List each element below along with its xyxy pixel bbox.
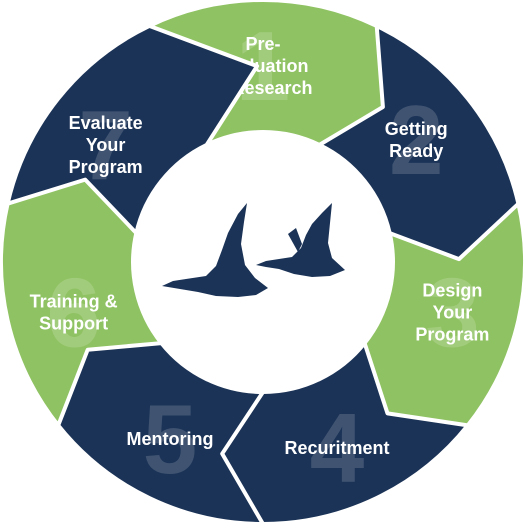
segment-number-7: 7: [78, 90, 133, 200]
flying-geese-icon: [162, 203, 345, 297]
segment-label-line: Your: [433, 302, 473, 322]
segment-label-line: Training &: [30, 291, 118, 311]
segment-number-3: 3: [425, 257, 480, 367]
segment-number-4: 4: [310, 393, 365, 503]
segment-label-line: Support: [39, 313, 108, 333]
center-circle: [133, 132, 393, 392]
segment-label-line: Program: [415, 324, 489, 344]
segment-label-line: Evaluate: [69, 113, 143, 133]
segment-number-2: 2: [389, 85, 444, 195]
segment-label-line: Pre-: [245, 34, 280, 54]
segment-label-6: Training &Support: [30, 291, 118, 333]
segment-label-line: Your: [86, 135, 126, 155]
segment-label-line: Program: [69, 157, 143, 177]
segment-number-6: 6: [46, 257, 101, 367]
segment-label-line: Design: [422, 280, 482, 300]
segment-label-4: Recuritment: [284, 438, 389, 458]
segment-label-5: Mentoring: [127, 429, 214, 449]
segment-number-5: 5: [143, 384, 198, 494]
segment-label-line: Ready: [389, 141, 443, 161]
segment-label-line: Mentoring: [127, 429, 214, 449]
segment-label-line: Recuritment: [284, 438, 389, 458]
segment-label-line: Getting: [385, 119, 448, 139]
